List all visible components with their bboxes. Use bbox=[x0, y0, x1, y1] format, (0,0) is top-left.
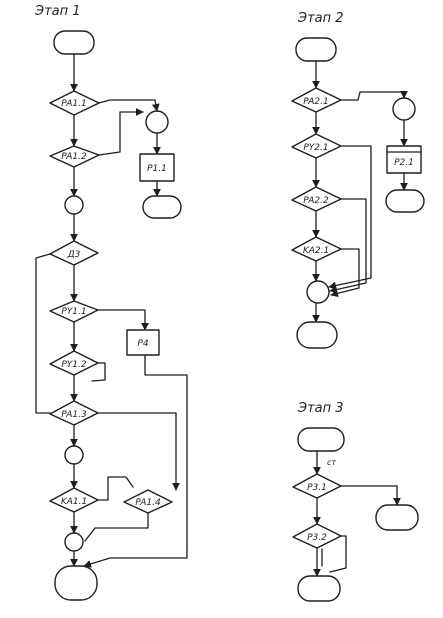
decision-ra1-4 bbox=[123, 489, 173, 514]
decision-r3-2 bbox=[292, 523, 342, 549]
connector-circle-2 bbox=[64, 445, 84, 465]
decision-ra1-1 bbox=[49, 90, 100, 116]
stage-3-title: Этап 3 bbox=[297, 401, 344, 416]
stage-3-end-terminal bbox=[297, 575, 341, 602]
decision-ru2-1 bbox=[291, 133, 342, 159]
decision-ra2-2-label: PA2.2 bbox=[303, 196, 329, 206]
decision-r3-1 bbox=[292, 473, 342, 499]
decision-ra1-3-label: PA1.3 bbox=[61, 410, 87, 420]
stage-2-start-terminal bbox=[295, 37, 337, 62]
connector-circle-4 bbox=[306, 280, 330, 304]
connector-circle-p2 bbox=[392, 97, 416, 121]
decision-ka2-1-label: KA2.1 bbox=[303, 246, 329, 256]
decision-r3-2-label: P3.2 bbox=[307, 533, 327, 543]
decision-ka1-1-label: KA1.1 bbox=[61, 497, 87, 507]
stage-2: Этап 2 PA2.1 PY2.1 P2.1 PA2.2 bbox=[291, 11, 425, 349]
decision-d3-label: Д3 bbox=[67, 250, 81, 260]
decision-ra1-3 bbox=[49, 400, 99, 426]
stage-3-connectors: ст bbox=[313, 450, 401, 577]
stage-3: Этап 3 ст P3.1 P3.2 bbox=[292, 401, 419, 602]
stage-3-start-terminal bbox=[297, 427, 345, 452]
decision-ra2-1-label: PA2.1 bbox=[303, 97, 328, 107]
decision-ru1-1 bbox=[49, 300, 99, 323]
connector-circle-1 bbox=[64, 195, 84, 215]
process-p2-1 bbox=[386, 145, 422, 174]
stage-2-end-terminal-p2 bbox=[385, 189, 425, 213]
decision-ra1-4-label: PA1.4 bbox=[135, 498, 161, 508]
process-p1-1 bbox=[139, 153, 175, 182]
stage-2-title: Этап 2 bbox=[297, 11, 344, 26]
stage-1-connectors bbox=[35, 53, 188, 568]
connector-circle-3 bbox=[64, 532, 84, 552]
process-p4-label: P4 bbox=[137, 339, 148, 349]
process-p4 bbox=[126, 329, 160, 356]
decision-ra1-1-label: PA1.1 bbox=[61, 99, 86, 109]
process-p1-1-label: P1.1 bbox=[147, 164, 167, 174]
stage-2-end-terminal bbox=[296, 321, 338, 349]
decision-ru2-1-label: PY2.1 bbox=[303, 143, 328, 153]
decision-ka1-1 bbox=[49, 487, 99, 513]
edge-label-st: ст bbox=[327, 458, 336, 467]
decision-r3-1-label: P3.1 bbox=[307, 483, 327, 493]
decision-ru1-2-label: PY1.2 bbox=[61, 360, 87, 370]
decision-ra2-2 bbox=[291, 186, 342, 212]
decision-ra1-2 bbox=[49, 145, 100, 168]
stage-1-title: Этап 1 bbox=[34, 4, 81, 19]
process-p2-1-label: P2.1 bbox=[394, 158, 414, 168]
decision-ka2-1 bbox=[291, 236, 342, 262]
stage-2-connectors bbox=[312, 60, 408, 323]
stage-1-end-terminal bbox=[54, 565, 98, 601]
decision-d3 bbox=[49, 240, 99, 266]
decision-ru1-2 bbox=[49, 350, 99, 376]
stage-3-end-terminal-right bbox=[375, 504, 419, 531]
decision-ra1-2-label: PA1.2 bbox=[61, 152, 87, 162]
decision-ru1-1-label: PY1.1 bbox=[61, 307, 86, 317]
stage-1: Этап 1 bbox=[34, 4, 188, 601]
connector-circle-p1 bbox=[145, 110, 169, 134]
decision-ra2-1 bbox=[291, 87, 342, 113]
stage-1-start-terminal bbox=[53, 30, 95, 55]
stage-1-end-terminal-p1 bbox=[142, 195, 182, 219]
